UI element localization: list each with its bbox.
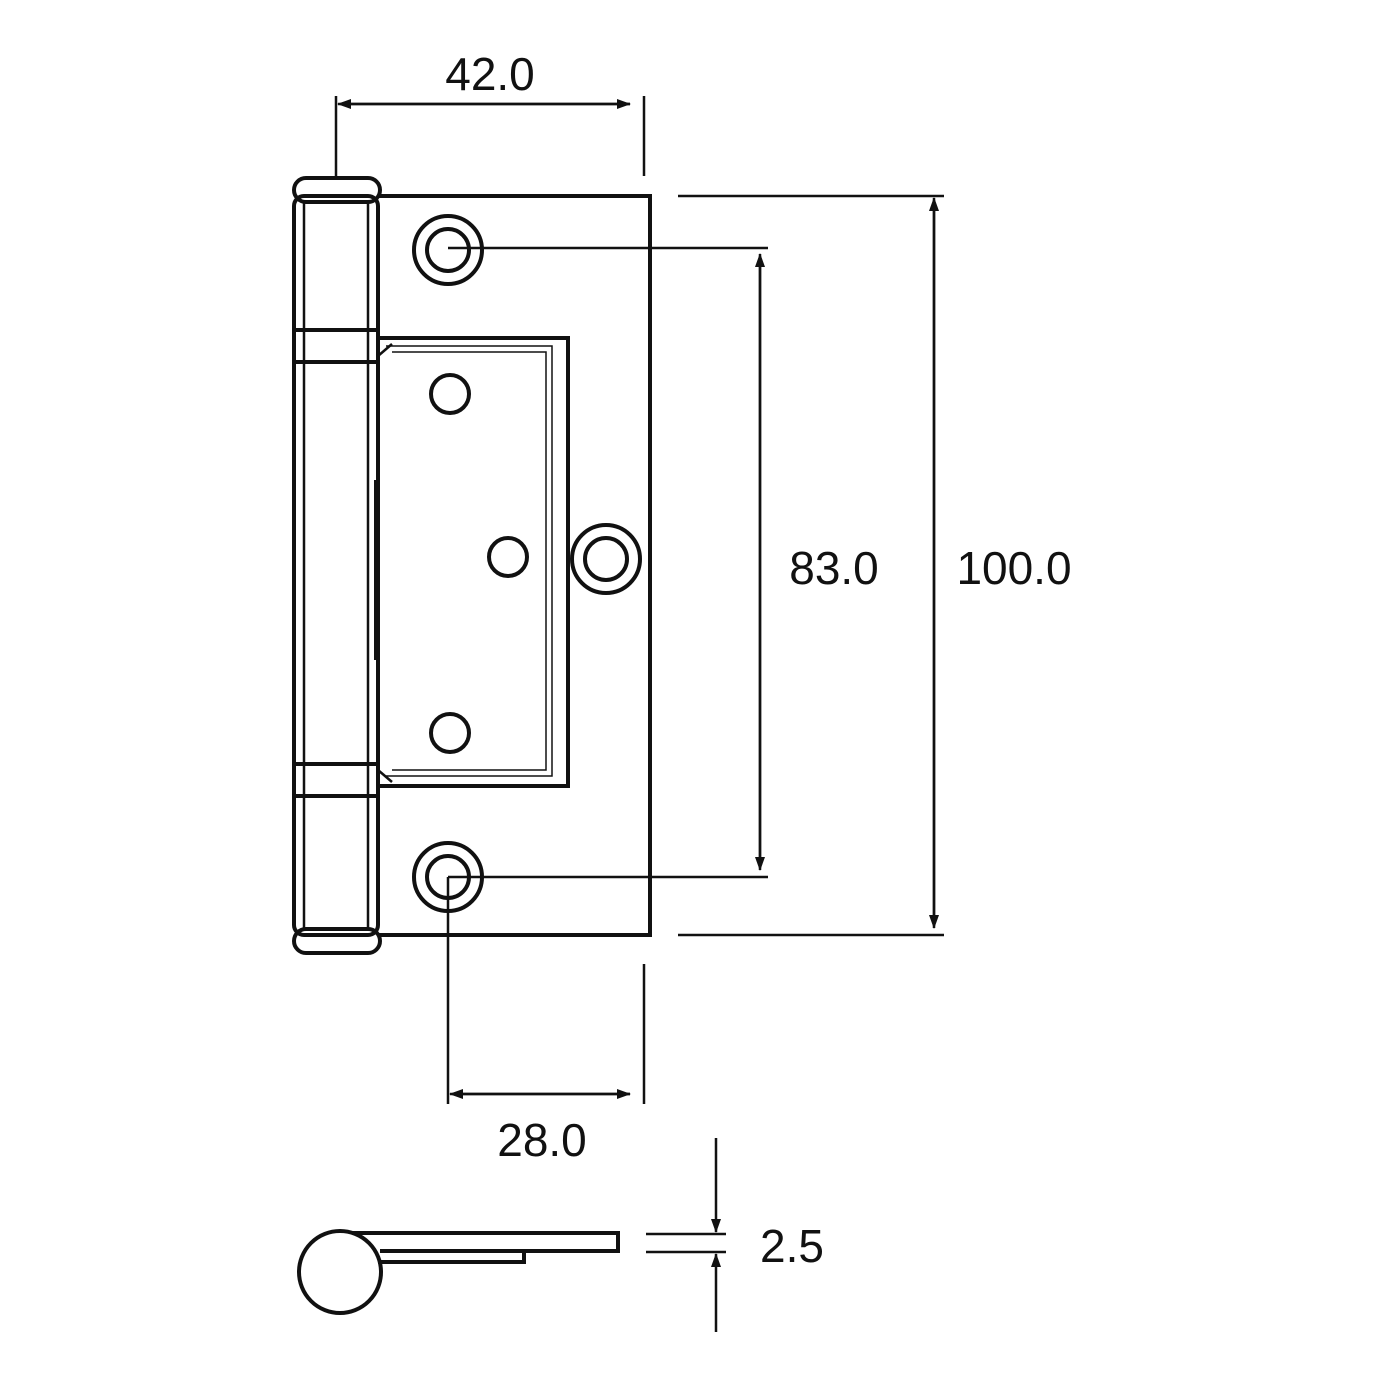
leaf-bevel bbox=[377, 343, 393, 357]
hinge-side-view bbox=[297, 1229, 620, 1315]
knuckle-bottom-cap bbox=[292, 927, 382, 955]
leaf-bevel bbox=[377, 769, 393, 783]
dimension-overall-height: 100.0 bbox=[678, 194, 1072, 937]
knuckle-top-cap bbox=[292, 176, 382, 204]
inner-hole-bottom bbox=[429, 712, 471, 754]
dimension-label-100: 100.0 bbox=[956, 542, 1071, 594]
inner-leaf-inset-2 bbox=[392, 351, 547, 771]
inner-hole-middle bbox=[487, 536, 529, 578]
dimension-label-28: 28.0 bbox=[497, 1114, 587, 1166]
inner-hole-top bbox=[429, 373, 471, 415]
dimension-hole-offset: 28.0 bbox=[446, 877, 646, 1166]
dimension-label-83: 83.0 bbox=[789, 542, 879, 594]
inner-leaf bbox=[378, 336, 570, 788]
dimension-label-2-5: 2.5 bbox=[760, 1220, 824, 1272]
screw-hole-middle bbox=[570, 523, 642, 595]
hinge-front-view bbox=[292, 176, 652, 955]
knuckle-band-lower bbox=[292, 762, 380, 798]
outer-leaf bbox=[378, 194, 652, 937]
knuckle-end bbox=[297, 1229, 383, 1315]
leaf-profile-outer bbox=[352, 1231, 620, 1253]
inner-leaf-inset bbox=[386, 345, 553, 777]
knuckle-band-upper bbox=[292, 328, 380, 364]
knuckle-barrel bbox=[292, 194, 380, 937]
dimension-label-42: 42.0 bbox=[445, 48, 535, 100]
screw-hole-top bbox=[412, 214, 484, 286]
leaf-profile-inner bbox=[378, 1249, 526, 1264]
dimension-hole-spacing: 83.0 bbox=[448, 246, 879, 879]
dimension-leaf-width: 42.0 bbox=[334, 48, 646, 178]
dimension-thickness: 2.5 bbox=[646, 1138, 824, 1332]
